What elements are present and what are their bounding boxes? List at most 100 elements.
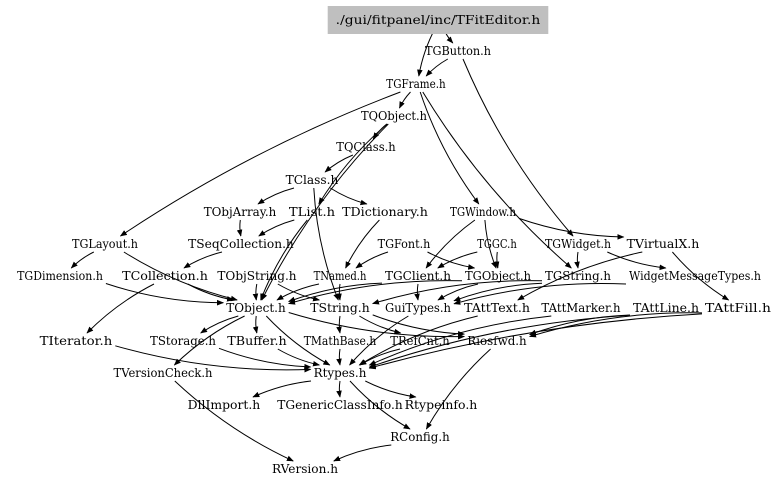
- edge-tstring-to-tmathbase: [336, 315, 342, 334]
- node-tobject: TObject.h: [226, 301, 286, 315]
- edge-tqobject-to-tlist: [318, 123, 388, 205]
- edge-tgobject-to-tobject: [288, 280, 463, 305]
- node-label: TGClient.h: [385, 269, 451, 283]
- node-label: TGWidget.h: [545, 237, 611, 251]
- node-label: TSeqCollection.h: [188, 237, 294, 251]
- node-tqclass: TQClass.h: [336, 140, 396, 154]
- edge-tobject-to-tbuffer: [252, 315, 259, 334]
- node-label: TGString.h: [545, 269, 611, 283]
- edge-tobject-to-riosfwd: [288, 312, 465, 340]
- edge-tlist-to-tobject: [260, 219, 308, 301]
- edge-trefcnt-to-rtypes: [359, 348, 401, 366]
- node-tseqcollection: TSeqCollection.h: [188, 237, 294, 251]
- node-tversioncheck: TVersionCheck.h: [114, 366, 213, 380]
- edge-tqclass-to-tclass: [324, 154, 354, 173]
- node-tgwidget: TGWidget.h: [545, 237, 611, 251]
- node-tgbutton: TGButton.h: [425, 44, 491, 58]
- node-riosfwd: Riosfwd.h: [467, 334, 527, 348]
- node-tattfill: TAttFill.h: [705, 301, 771, 315]
- edge-tgframe-to-tgwindow: [419, 91, 480, 205]
- node-label: Riosfwd.h: [467, 334, 527, 348]
- node-tcollection: TCollection.h: [122, 269, 208, 283]
- node-tdictionary: TDictionary.h: [342, 205, 428, 219]
- edge-tglayout-to-tobject: [123, 251, 238, 302]
- edge-tobject-to-tstorage: [200, 315, 239, 334]
- node-rconfig: RConfig.h: [390, 430, 450, 444]
- edge-tstorage-to-rtypes: [218, 347, 312, 370]
- edge-tobjstring-to-tobject: [252, 283, 259, 301]
- node-tlist: TList.h: [289, 205, 335, 219]
- node-label: ./gui/fitpanel/inc/TFitEditor.h: [336, 13, 541, 27]
- edge-rtypes-to-rtypeinfo: [365, 380, 417, 399]
- edge-tgfont-to-tnamed: [355, 251, 389, 269]
- node-guitypes: GuiTypes.h: [385, 301, 451, 315]
- node-tatttext: TAttText.h: [464, 301, 530, 315]
- node-tfiteditor: ./gui/fitpanel/inc/TFitEditor.h: [327, 6, 549, 34]
- node-label: TClass.h: [286, 173, 339, 187]
- node-label: TAttLine.h: [633, 301, 699, 315]
- node-label: TQObject.h: [361, 109, 427, 123]
- node-label: TGenericClassInfo.h: [277, 398, 403, 412]
- edge-tggc-to-tgclient: [437, 251, 478, 269]
- node-label: TStorage.h: [150, 334, 216, 348]
- edge-tgwindow-to-tvirtualx: [518, 217, 625, 240]
- node-label: TGDimension.h: [17, 269, 103, 283]
- node-label: TObjString.h: [217, 269, 296, 283]
- edge-tgwindow-to-tgclient: [425, 219, 476, 269]
- edge-tgframe-to-tgstring: [422, 91, 572, 269]
- edge-tvirtualx-to-tattfill: [672, 251, 730, 301]
- node-label: TNamed.h: [314, 269, 367, 283]
- node-trefcnt: TRefCnt.h: [390, 334, 450, 348]
- node-dllimport: DllImport.h: [188, 398, 261, 412]
- node-tggc: TGGC.h: [477, 237, 517, 251]
- edge-tattmarker-to-rtypes: [368, 315, 552, 366]
- edge-tclass-to-tobjarray: [257, 187, 295, 205]
- node-label: TIterator.h: [40, 334, 113, 348]
- node-label: TAttMarker.h: [541, 301, 620, 315]
- edge-tobjstring-to-tstring: [277, 283, 320, 302]
- edge-tnamed-to-tobject: [276, 283, 320, 301]
- edge-tgdimension-to-tobject: [105, 283, 224, 306]
- node-label: TCollection.h: [122, 269, 208, 283]
- node-tglayout: TGLayout.h: [72, 237, 138, 251]
- edge-tatttext-to-rtypes: [358, 315, 478, 366]
- edge-tcollection-to-tobject: [187, 283, 234, 302]
- node-tgframe: TGFrame.h: [386, 77, 446, 91]
- edge-rconfig-to-rversion: [333, 444, 392, 462]
- node-label: TGFont.h: [378, 237, 431, 251]
- edge-tggc-to-tgobject: [493, 251, 500, 269]
- node-label: TObject.h: [226, 301, 286, 315]
- edge-guitypes-to-rtypes: [349, 315, 409, 366]
- node-rversion: RVersion.h: [272, 462, 338, 476]
- edge-titerator-to-rtypes: [115, 345, 312, 373]
- edge-tgwidget-to-widgetmessagetypes: [607, 251, 667, 271]
- edge-tbuffer-to-rtypes: [277, 348, 320, 367]
- node-label: TObjArray.h: [204, 205, 277, 219]
- node-tgobject: TGObject.h: [465, 269, 531, 283]
- node-label: DllImport.h: [188, 398, 261, 412]
- edge-tgbutton-to-tgframe: [425, 58, 449, 77]
- node-label: TQClass.h: [336, 140, 396, 154]
- node-tgwindow: TGWindow.h: [450, 205, 516, 219]
- node-tobjstring: TObjString.h: [217, 269, 296, 283]
- node-widgetmessagetypes: WidgetMessageTypes.h: [629, 269, 761, 283]
- edge-tgframe-to-tglayout: [119, 91, 401, 237]
- node-label: TGFrame.h: [386, 77, 446, 91]
- node-label: TAttText.h: [464, 301, 530, 315]
- node-label: TBuffer.h: [227, 334, 287, 348]
- edge-tattline-to-riosfwd: [529, 314, 631, 336]
- edge-rtypes-to-rconfig: [349, 380, 411, 430]
- node-label: Rtypeinfo.h: [405, 398, 478, 412]
- edge-tgframe-to-tqobject: [399, 91, 411, 109]
- node-label: TVirtualX.h: [627, 237, 700, 251]
- node-label: Rtypes.h: [314, 366, 367, 380]
- node-label: TMathBase.h: [304, 334, 377, 348]
- node-label: RVersion.h: [272, 462, 338, 476]
- node-label: TVersionCheck.h: [114, 366, 213, 380]
- node-tgdimension: TGDimension.h: [17, 269, 103, 283]
- node-tclass: TClass.h: [286, 173, 339, 187]
- edge-tgbutton-to-tgwidget: [462, 58, 574, 237]
- root-node-box: [327, 6, 549, 34]
- edge-tnamed-to-tstring: [336, 283, 342, 301]
- edge-tqobject-to-tobject: [261, 123, 389, 301]
